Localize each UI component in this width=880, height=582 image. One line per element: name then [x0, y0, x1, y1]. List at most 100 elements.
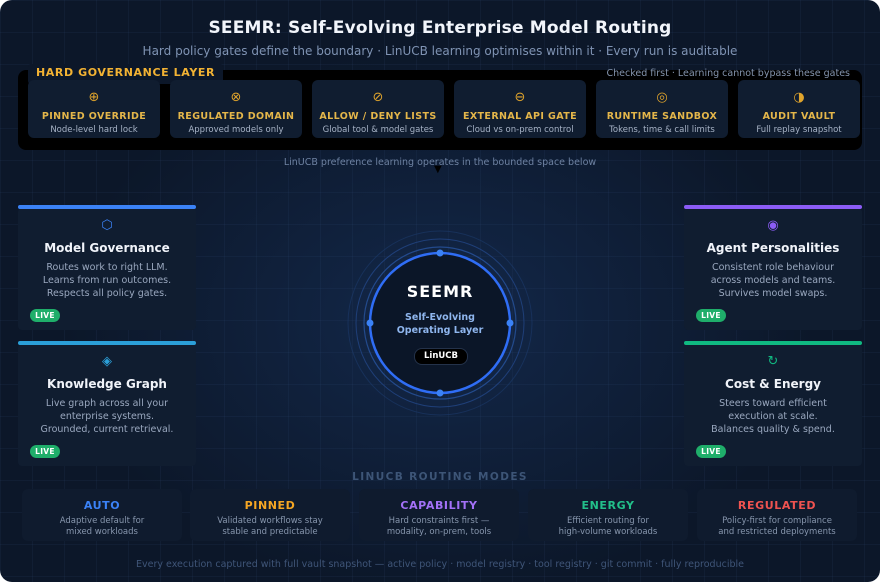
card-text-line: Balances quality & spend. [711, 424, 835, 435]
mode-regulated: REGULATED Policy-first for compliance an… [697, 489, 857, 541]
hub-node-left [366, 319, 374, 327]
radio-dot-icon: ◉ [767, 218, 779, 233]
mode-description: Hard constraints first — modality, on-pr… [359, 516, 519, 538]
mode-description: Efficient routing for high-volume worklo… [528, 516, 688, 538]
mode-desc-line: Validated workflows stay [217, 516, 323, 526]
live-badge: LIVE [696, 445, 726, 458]
card-text-line: across models and teams. [710, 275, 836, 286]
hub-rings [347, 230, 533, 416]
refresh-icon: ↻ [767, 354, 779, 369]
hub-node-bottom [436, 389, 444, 397]
card-accent-bar [18, 205, 196, 209]
live-badge: LIVE [30, 445, 60, 458]
hub-node-right [506, 319, 514, 327]
diamond-icon: ◈ [102, 354, 112, 369]
hub-node-top [436, 249, 444, 257]
gate-title: AUDIT VAULT [762, 111, 836, 122]
mode-auto: AUTO Adaptive default for mixed workload… [22, 489, 182, 541]
mode-desc-line: mixed workloads [66, 527, 138, 537]
mode-desc-line: Hard constraints first — [388, 516, 490, 526]
mode-desc-line: high-volume workloads [558, 527, 658, 537]
mode-title: PINNED [244, 499, 296, 512]
footer-note: Every execution captured with full vault… [136, 559, 744, 570]
card-text-line: Steers toward efficient [719, 398, 827, 409]
linucb-badge: LinUCB [414, 348, 468, 365]
card-cost-energy: ↻ Cost & Energy Steers toward efficient … [684, 341, 862, 466]
hub-outer-ring [347, 230, 533, 416]
mode-title: REGULATED [737, 499, 817, 512]
card-text-line: Respects all policy gates. [46, 288, 168, 299]
card-text-line: Routes work to right LLM. [46, 262, 168, 273]
gate-regulated-domain: ⊗ REGULATED DOMAIN Approved models only [170, 80, 302, 138]
gate-description: Full replay snapshot [756, 125, 842, 135]
circle-slash-icon: ⊘ [372, 90, 384, 105]
card-text-line: Live graph across all your [45, 398, 169, 409]
gate-title: ALLOW / DENY LISTS [319, 111, 437, 122]
hub-subtitle-line: Self-Evolving [405, 312, 475, 323]
mode-desc-line: stable and predictable [222, 527, 318, 537]
hub-middle-ring [355, 238, 525, 408]
hub-inner-ring [363, 246, 517, 400]
card-text-line: Consistent role behaviour [711, 262, 835, 273]
card-text-line: enterprise systems. [59, 411, 155, 422]
circle-x-icon: ⊗ [230, 90, 242, 105]
mode-desc-line: Adaptive default for [59, 516, 145, 526]
target-icon: ◎ [656, 90, 668, 105]
gate-title: REGULATED DOMAIN [177, 111, 295, 122]
mode-description: Adaptive default for mixed workloads [22, 516, 182, 538]
circle-minus-icon: ⊖ [514, 90, 526, 105]
governance-label: HARD GOVERNANCE LAYER [28, 64, 224, 84]
half-circle-icon: ◑ [793, 90, 805, 105]
hub-subtitle-line: Operating Layer [396, 325, 484, 336]
mode-energy: ENERGY Efficient routing for high-volume… [528, 489, 688, 541]
governance-note: Checked first · Learning cannot bypass t… [606, 68, 850, 79]
mode-title: ENERGY [581, 499, 635, 512]
gate-description: Node-level hard lock [50, 125, 138, 135]
card-accent-bar [684, 341, 862, 345]
mode-desc-line: Efficient routing for [566, 516, 650, 526]
live-badge: LIVE [30, 309, 60, 322]
gate-runtime-sandbox: ◎ RUNTIME SANDBOX Tokens, time & call li… [596, 80, 728, 138]
mode-pinned: PINNED Validated workflows stay stable a… [190, 489, 350, 541]
routing-modes-heading: LINUCB ROUTING MODES [352, 471, 528, 483]
mode-title: CAPABILITY [400, 499, 478, 512]
hub-title: SEEMR [406, 282, 474, 301]
card-title: Knowledge Graph [47, 377, 167, 391]
mode-desc-line: and restricted deployments [718, 527, 836, 537]
crosshair-icon: ⊕ [88, 90, 100, 105]
arrow-down-icon: ▼ [434, 164, 442, 175]
mode-desc-line: modality, on-prem, tools [386, 527, 492, 537]
gate-description: Global tool & model gates [322, 125, 434, 135]
mode-title: AUTO [83, 499, 121, 512]
card-text-line: execution at scale. [728, 411, 818, 422]
gate-title: PINNED OVERRIDE [41, 111, 147, 122]
card-title: Agent Personalities [706, 241, 840, 255]
card-model-governance: ⬡ Model Governance Routes work to right … [18, 205, 196, 330]
gate-audit-vault: ◑ AUDIT VAULT Full replay snapshot [738, 80, 860, 138]
gate-allow-deny-lists: ⊘ ALLOW / DENY LISTS Global tool & model… [312, 80, 444, 138]
card-agent-personalities: ◉ Agent Personalities Consistent role be… [684, 205, 862, 330]
card-text-line: Grounded, current retrieval. [40, 424, 174, 435]
bounded-space-note: LinUCB preference learning operates in t… [283, 157, 597, 168]
card-title: Model Governance [44, 241, 170, 255]
card-text-line: Survives model swaps. [718, 288, 828, 299]
mode-capability: CAPABILITY Hard constraints first — moda… [359, 489, 519, 541]
page-subtitle: Hard policy gates define the boundary · … [142, 44, 738, 58]
live-badge: LIVE [696, 309, 726, 322]
gate-description: Cloud vs on-prem control [466, 125, 574, 135]
mode-desc-line: Policy-first for compliance [722, 516, 832, 526]
mode-description: Validated workflows stay stable and pred… [190, 516, 350, 538]
gate-pinned-override: ⊕ PINNED OVERRIDE Node-level hard lock [28, 80, 160, 138]
card-accent-bar [18, 341, 196, 345]
hub-subtitle: Self-Evolving Operating Layer [340, 311, 540, 337]
mode-description: Policy-first for compliance and restrict… [697, 516, 857, 538]
gate-description: Tokens, time & call limits [609, 125, 715, 135]
card-knowledge-graph: ◈ Knowledge Graph Live graph across all … [18, 341, 196, 466]
gate-description: Approved models only [188, 125, 284, 135]
card-title: Cost & Energy [725, 377, 821, 391]
page-title: SEEMR: Self-Evolving Enterprise Model Ro… [208, 18, 672, 38]
card-text-line: Learns from run outcomes. [42, 275, 172, 286]
gate-external-api: ⊖ EXTERNAL API GATE Cloud vs on-prem con… [454, 80, 586, 138]
card-accent-bar [684, 205, 862, 209]
